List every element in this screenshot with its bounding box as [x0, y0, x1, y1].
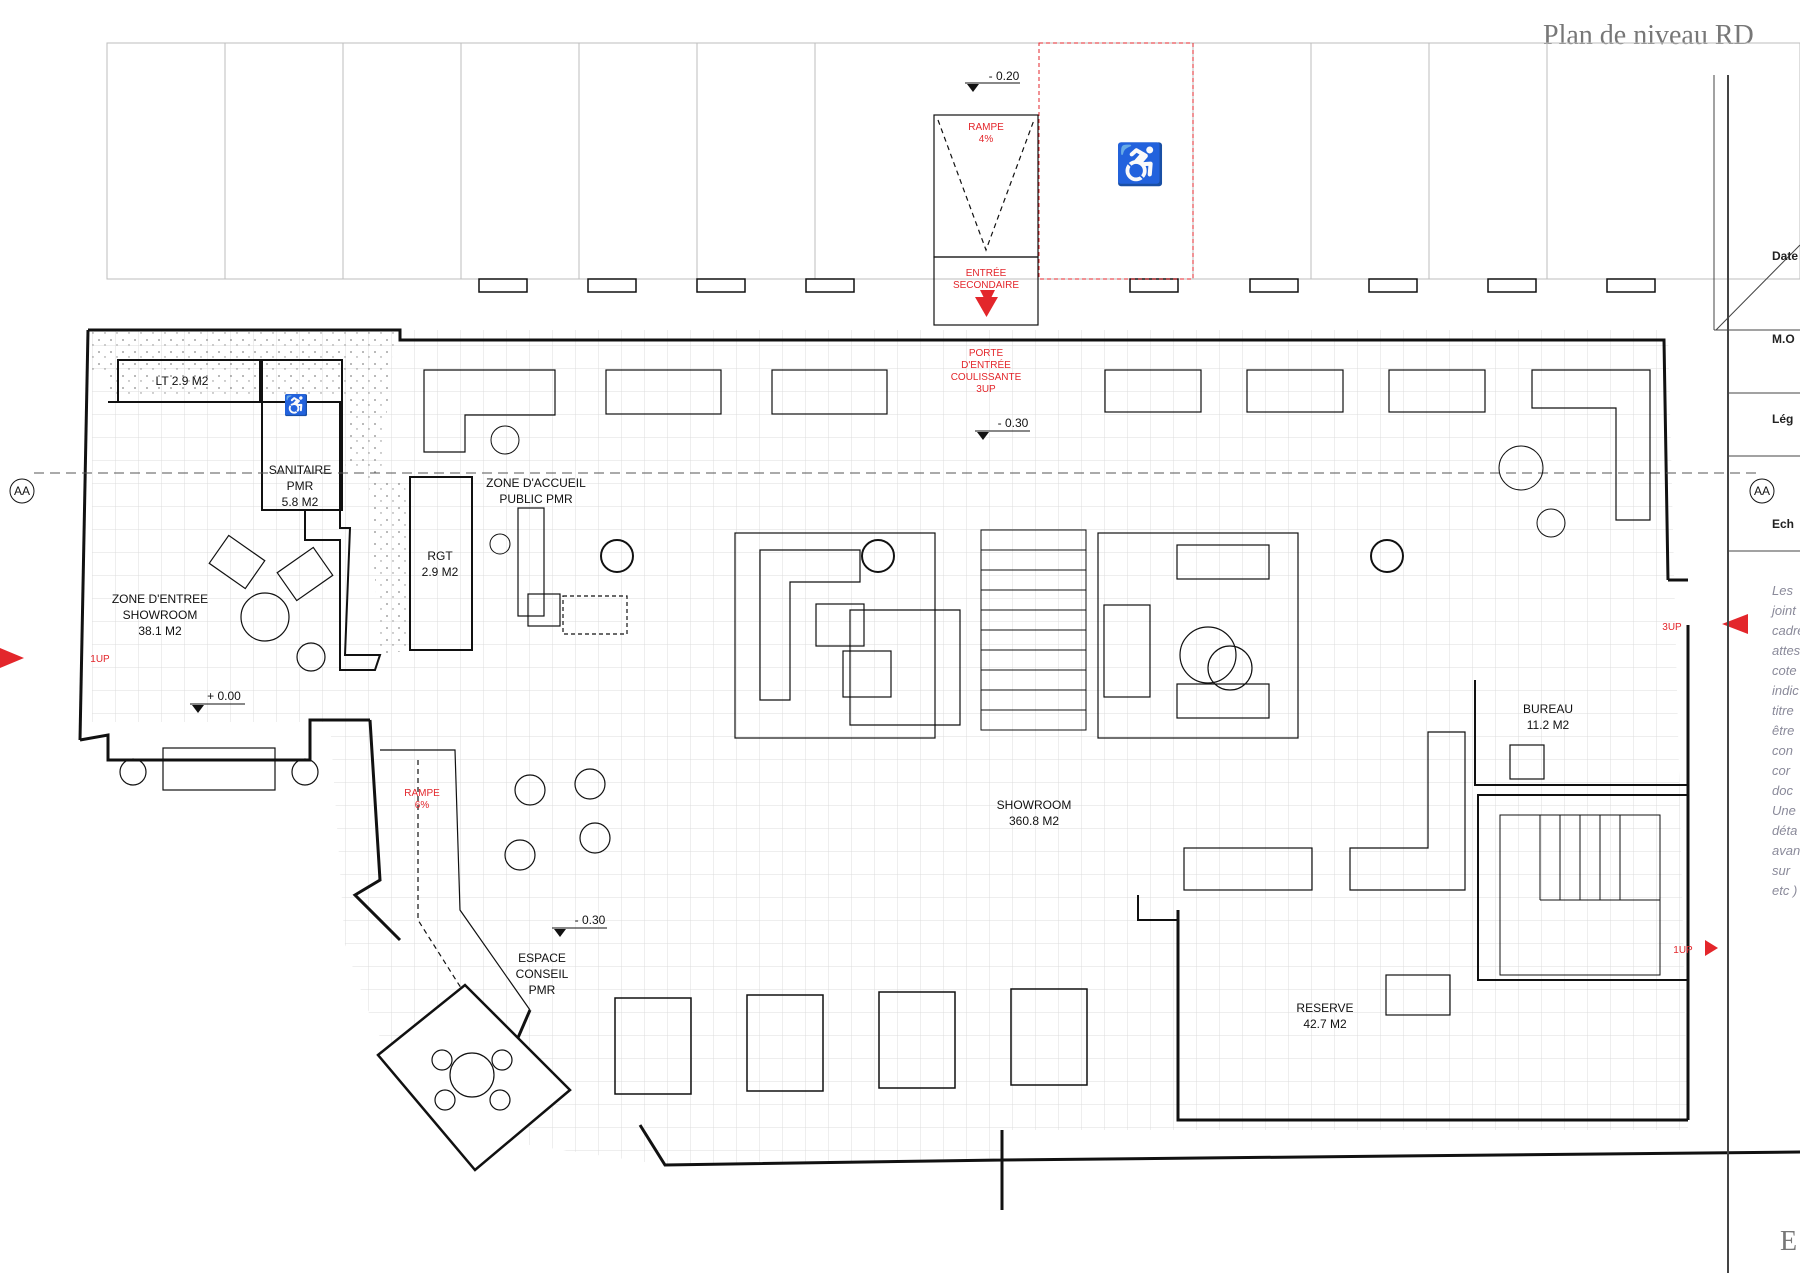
espace-conseil-room [376, 983, 572, 1172]
display-beds [614, 988, 1088, 1095]
entree-label-1: ENTRÉE [966, 266, 1007, 279]
room-conseil-3: PMR [529, 983, 556, 997]
svg-text:déta: déta [1772, 823, 1797, 838]
svg-text:cor: cor [1772, 763, 1791, 778]
rampe-top-label-1: RAMPE [968, 122, 1004, 133]
room-reserve-2: 42.7 M2 [1303, 1017, 1347, 1031]
level-marker-zone: + 0.00 [190, 689, 245, 713]
entrance-arrow-icon [975, 297, 998, 317]
top-ramp [933, 114, 1039, 326]
room-rgt-1: RGT [427, 549, 453, 563]
cartouche-label-mo: M.O [1772, 332, 1795, 346]
level-marker-entry: - 0.30 [975, 416, 1030, 440]
svg-text:Une: Une [1772, 803, 1796, 818]
hatched-wall-left [88, 330, 410, 655]
cartouche-label-leg: Lég [1772, 412, 1793, 426]
svg-text:attes: attes [1772, 643, 1800, 658]
entree-label-2: SECONDAIRE [953, 280, 1019, 291]
svg-text:con: con [1772, 743, 1793, 758]
room-accueil-2: PUBLIC PMR [499, 492, 573, 506]
plan-title: Plan de niveau RD [1543, 20, 1754, 51]
svg-text:cote: cote [1772, 663, 1797, 678]
svg-text:doc: doc [1772, 783, 1793, 798]
section-line: AA AA [9, 472, 1775, 504]
reception-desk [517, 507, 628, 635]
svg-text:- 0.30: - 0.30 [998, 416, 1029, 430]
section-marker-left: AA [14, 484, 30, 498]
cartouche-bottom-letter: E [1780, 1226, 1797, 1257]
central-platforms [734, 532, 1299, 739]
up-arrow-icon [1705, 940, 1718, 956]
level-marker-conseil: - 0.30 [552, 913, 607, 937]
conseil-furniture [431, 768, 611, 1111]
cartouche-label-ech: Ech [1772, 517, 1794, 531]
entry-arrow-left-icon [0, 648, 24, 668]
wheelchair-icon: ♿ [1115, 141, 1165, 187]
porte-label-3: COULISSANTE [951, 372, 1022, 383]
room-showroom-2: 360.8 M2 [1009, 814, 1059, 828]
room-zone-entree-3: 38.1 M2 [138, 624, 182, 638]
cartouche-frame [1713, 75, 1800, 1273]
room-zone-entree-1: ZONE D'ENTREE [112, 592, 208, 606]
room-rgt-2: 2.9 M2 [422, 565, 459, 579]
svg-text:- 0.20: - 0.20 [989, 69, 1020, 83]
entry-arrow-right-icon [1722, 614, 1748, 634]
section-marker-right: AA [1754, 484, 1770, 498]
svg-text:etc ): etc ) [1772, 883, 1797, 898]
room-showroom-1: SHOWROOM [997, 798, 1072, 812]
room-conseil-2: CONSEIL [516, 967, 569, 981]
room-lt: LT 2.9 M2 [156, 374, 209, 388]
svg-text:- 0.30: - 0.30 [575, 913, 606, 927]
room-sanitaire-2: PMR [287, 479, 314, 493]
svg-text:+ 0.00: + 0.00 [207, 689, 241, 703]
porte-label-2: D'ENTRÉE [961, 358, 1011, 371]
svg-text:Les: Les [1772, 583, 1793, 598]
room-bureau-2: 11.2 M2 [1527, 718, 1570, 732]
ramp-left [380, 749, 531, 1011]
central-stair [980, 529, 1087, 731]
svg-text:sur: sur [1772, 863, 1791, 878]
room-accueil-1: ZONE D'ACCUEIL [486, 476, 586, 490]
wheelchair-icon: ♿ [284, 393, 309, 417]
room-bureau-1: BUREAU [1523, 702, 1573, 716]
room-conseil-1: ESPACE [518, 951, 566, 965]
display-sofas-top [423, 369, 1651, 521]
rampe-top-label-2: 4% [979, 134, 994, 145]
svg-text:cadre: cadre [1772, 623, 1800, 638]
wheel-stoppers [478, 278, 1656, 293]
rampe-left-label-1: RAMPE [404, 788, 440, 799]
svg-text:titre: titre [1772, 703, 1794, 718]
svg-text:être: être [1772, 723, 1794, 738]
parking-area [106, 42, 1800, 280]
cartouche-label-date: Date [1772, 249, 1798, 263]
right-furniture [1183, 731, 1545, 1016]
room-zone-entree-2: SHOWROOM [123, 608, 198, 622]
room-sanitaire-3: 5.8 M2 [282, 495, 319, 509]
up-bottom-label: 1UP [1673, 945, 1693, 956]
room-reserve-1: RESERVE [1296, 1001, 1353, 1015]
room-sanitaire-1: SANITAIRE [269, 463, 331, 477]
svg-text:avan: avan [1772, 843, 1800, 858]
rampe-left-label-2: 6% [415, 800, 430, 811]
building-floor [92, 330, 1688, 1165]
entree-furniture [119, 534, 334, 791]
right-rooms [1137, 680, 1689, 981]
pmr-parking-stall [1038, 42, 1194, 280]
svg-text:indic: indic [1772, 683, 1799, 698]
level-marker-top: - 0.20 [965, 69, 1020, 92]
porte-label-4: 3UP [976, 384, 996, 395]
cartouche-note: Les joint cadre attes cote indic titre ê… [1770, 583, 1800, 898]
svg-text:joint: joint [1770, 603, 1797, 618]
porte-label-1: PORTE [969, 348, 1004, 359]
right-stair [1499, 814, 1661, 976]
up-right-label: 3UP [1662, 622, 1682, 633]
left-rooms [108, 359, 473, 671]
up-left-label: 1UP [90, 654, 110, 665]
